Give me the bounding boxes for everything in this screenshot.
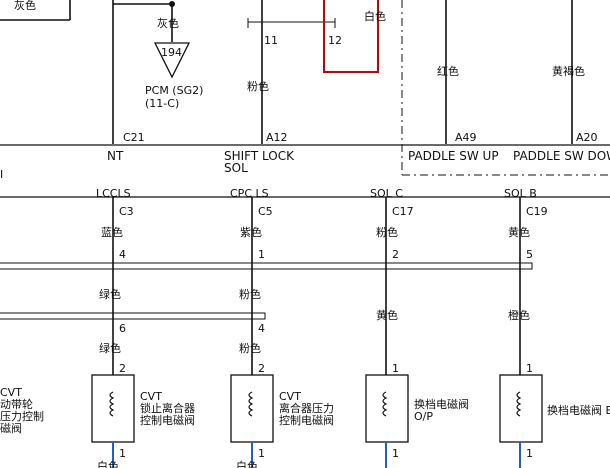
pin-cpcls: CPC LS bbox=[230, 187, 269, 200]
label-red: 红色 bbox=[437, 64, 459, 78]
wire-red bbox=[323, 0, 379, 73]
wire-yellow: 黄色 bbox=[508, 225, 530, 239]
solenoid-op bbox=[365, 374, 409, 443]
coil-icons bbox=[109, 391, 522, 417]
pin-c21: C21 bbox=[123, 131, 145, 144]
comp-left-1: CVT bbox=[0, 386, 22, 399]
pin-1a: 1 bbox=[258, 248, 265, 261]
solenoid-clutch bbox=[230, 374, 274, 443]
pin-c17: C17 bbox=[392, 205, 414, 218]
sol-pin-1c: 1 bbox=[119, 447, 126, 460]
sol-pin-2b: 2 bbox=[258, 362, 265, 375]
label-gray-ground: 灰色 bbox=[157, 16, 179, 30]
comp-lock-2: 控制电磁阀 bbox=[140, 413, 195, 427]
wire-pink2: 粉色 bbox=[239, 287, 261, 301]
comp-lock-1: 锁止离合器 bbox=[140, 401, 195, 415]
wire-white1: 白色 bbox=[97, 459, 119, 468]
pin-a20: A20 bbox=[576, 131, 598, 144]
wire-orange: 橙色 bbox=[508, 308, 530, 322]
label-pink: 粉色 bbox=[247, 79, 269, 93]
comp-left-3: 压力控制 bbox=[0, 409, 44, 423]
comp-op-2: O/P bbox=[414, 410, 433, 423]
label-sol: SOL bbox=[224, 161, 248, 175]
label-edge: I bbox=[0, 168, 3, 181]
pin-solb: SOL B bbox=[504, 187, 537, 200]
pin-c3: C3 bbox=[119, 205, 134, 218]
comp-left-2: 动带轮 bbox=[0, 397, 33, 411]
pin-5a: 5 bbox=[526, 248, 533, 261]
label-11: 11 bbox=[264, 34, 278, 47]
label-pcm: PCM (SG2) bbox=[145, 84, 203, 97]
ground-symbol bbox=[153, 42, 191, 79]
wire-green1: 绿色 bbox=[99, 287, 121, 301]
label-shift-lock: SHIFT LOCK bbox=[224, 149, 295, 163]
pin-6: 6 bbox=[119, 322, 126, 335]
wire-blue: 蓝色 bbox=[101, 225, 123, 239]
connector-1 bbox=[0, 262, 533, 270]
wire-white2: 白色 bbox=[236, 459, 258, 468]
sol-pin-1d: 1 bbox=[258, 447, 265, 460]
solenoid-b bbox=[499, 374, 543, 443]
pin-solc: SOL C bbox=[370, 187, 403, 200]
comp-clutch-2: 控制电磁阀 bbox=[279, 413, 334, 427]
pin-4a: 4 bbox=[119, 248, 126, 261]
pin-lccls: LCCLS bbox=[96, 187, 131, 200]
label-nt: NT bbox=[107, 149, 124, 163]
sol-pin-1a: 1 bbox=[392, 362, 399, 375]
wire-yellow2: 黄色 bbox=[376, 308, 398, 322]
blue-wires bbox=[112, 442, 521, 468]
comp-left-4: 磁阀 bbox=[0, 421, 22, 435]
pin-c19: C19 bbox=[526, 205, 548, 218]
wire-pink3: 粉色 bbox=[239, 341, 261, 355]
pin-a12: A12 bbox=[266, 131, 288, 144]
label-paddle-down: PADDLE SW DOW bbox=[513, 149, 610, 163]
pin-c5: C5 bbox=[258, 205, 273, 218]
solenoid-lockup bbox=[91, 374, 135, 443]
ground-number: 194 bbox=[161, 46, 182, 59]
pin-4b: 4 bbox=[258, 322, 265, 335]
sol-pin-1b: 1 bbox=[526, 362, 533, 375]
label-pcm-sub: (11-C) bbox=[145, 97, 179, 110]
comp-clutch-cvt: CVT bbox=[279, 390, 301, 403]
pin-2a: 2 bbox=[392, 248, 399, 261]
label-gray-top: 灰色 bbox=[14, 0, 36, 12]
sol-pin-2a: 2 bbox=[119, 362, 126, 375]
label-yellowbrown: 黄褐色 bbox=[552, 64, 585, 78]
sol-pin-1e: 1 bbox=[392, 447, 399, 460]
label-white: 白色 bbox=[364, 9, 386, 23]
comp-lock-cvt: CVT bbox=[140, 390, 162, 403]
comp-b: 换档电磁阀 B bbox=[547, 403, 610, 417]
wire-green2: 绿色 bbox=[99, 341, 121, 355]
comp-clutch-1: 离合器压力 bbox=[279, 401, 334, 415]
connector-2 bbox=[0, 312, 266, 320]
wire-purple: 紫色 bbox=[240, 225, 262, 239]
pin-a49: A49 bbox=[455, 131, 477, 144]
label-12: 12 bbox=[328, 34, 342, 47]
comp-op-1: 换档电磁阀 bbox=[414, 397, 469, 411]
label-paddle-up: PADDLE SW UP bbox=[408, 149, 499, 163]
sol-pin-1f: 1 bbox=[526, 447, 533, 460]
wire-pink: 粉色 bbox=[376, 225, 398, 239]
